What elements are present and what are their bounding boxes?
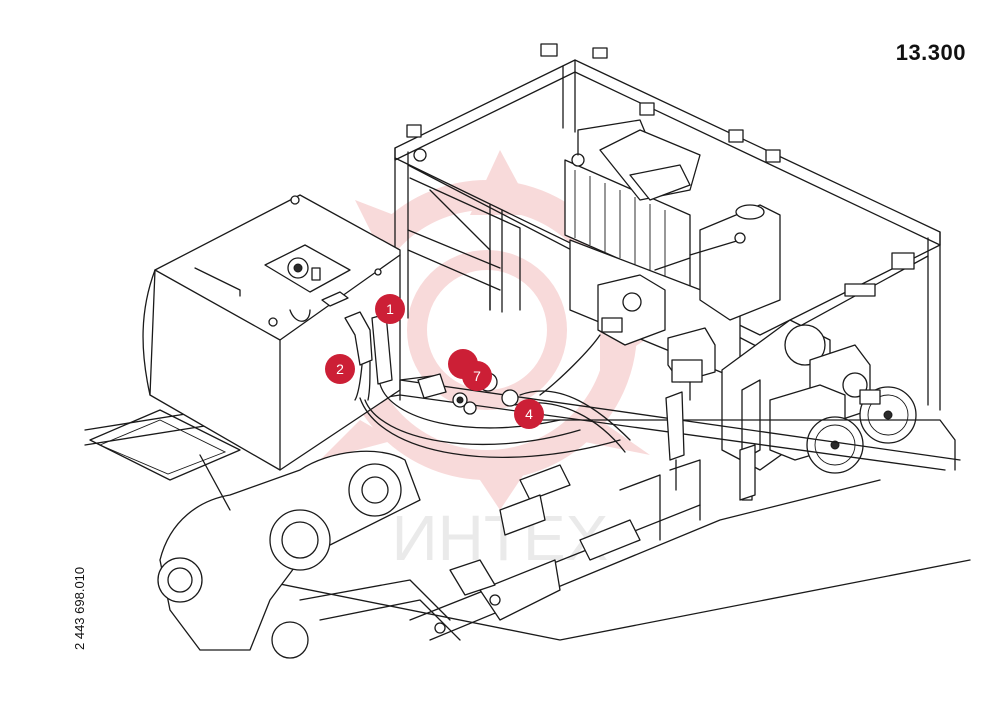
- callout-7-label: 7: [473, 368, 481, 384]
- boom-mount-bracket: [89, 409, 421, 659]
- callout-2-label: 2: [336, 361, 344, 377]
- callout-2: 2: [325, 354, 355, 384]
- pump-assembly: [721, 319, 917, 501]
- valve-block: [597, 274, 716, 401]
- callout-4-label: 4: [525, 406, 533, 422]
- watermark-text: ИНТЕХ: [392, 502, 609, 574]
- frame-structure: [394, 43, 941, 411]
- page-number: 13.300: [895, 40, 966, 65]
- hose-lines: [344, 311, 685, 491]
- callout-7: 7: [448, 349, 492, 391]
- callout-1: 1: [375, 294, 405, 324]
- callout-1-label: 1: [386, 301, 394, 317]
- hydraulic-tank: [142, 194, 401, 471]
- callout-4: 4: [514, 399, 544, 429]
